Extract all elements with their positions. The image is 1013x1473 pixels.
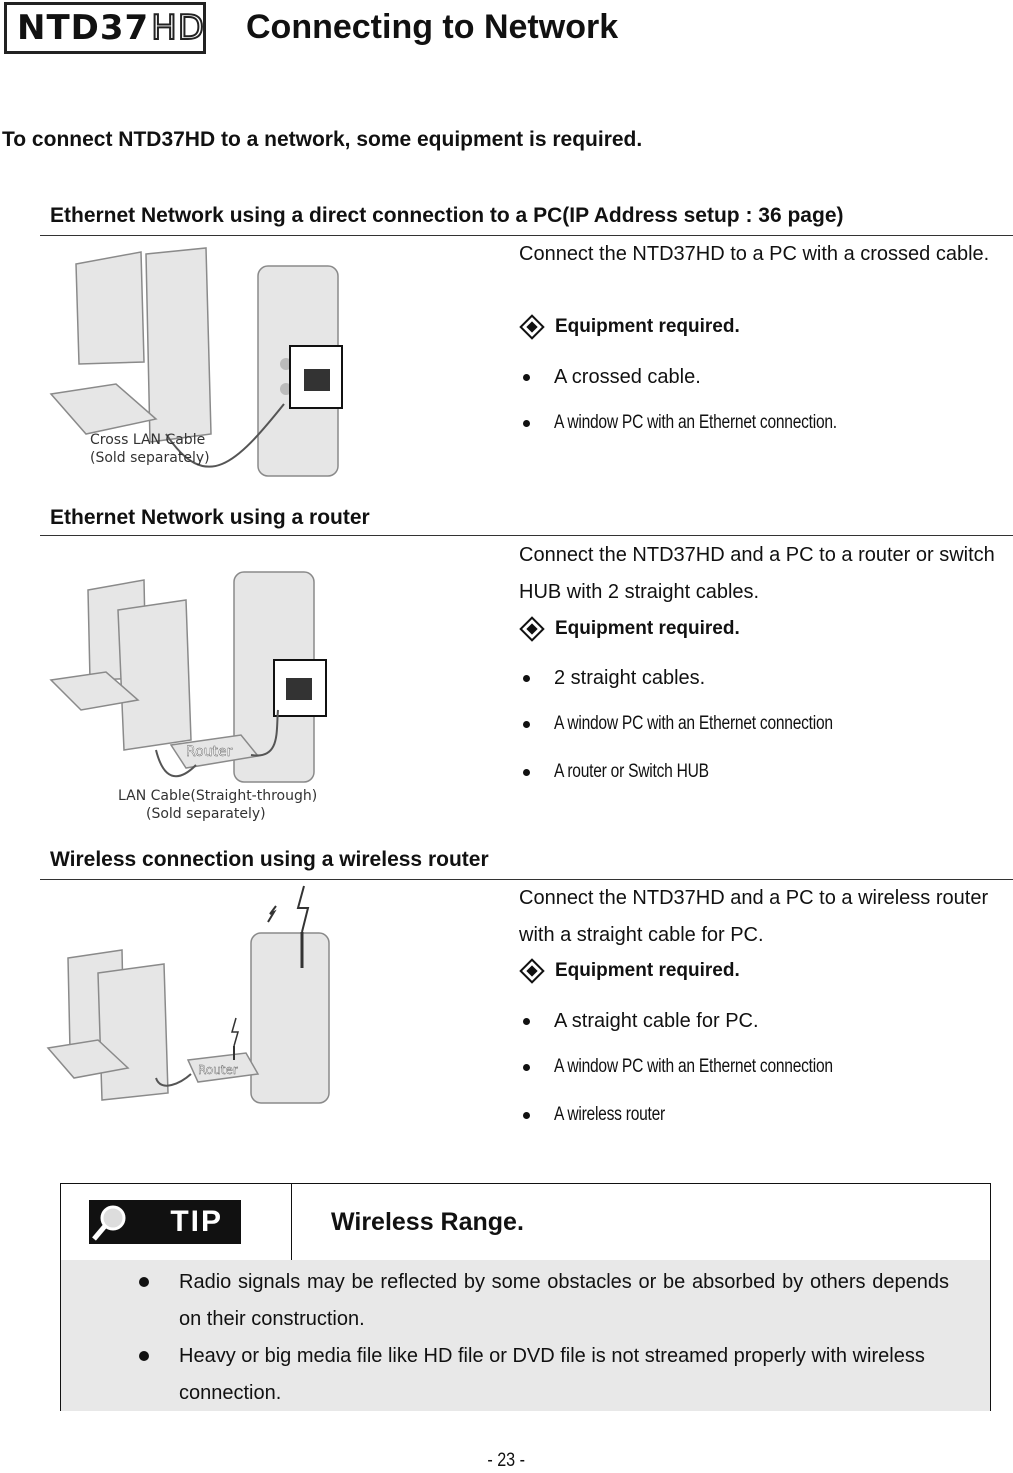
section-divider: [40, 879, 1013, 880]
bullet-icon: [523, 720, 530, 728]
page-title: Connecting to Network: [246, 8, 619, 46]
list-item: A wireless router: [519, 1104, 689, 1126]
list-item: 2 straight cables.: [519, 667, 705, 690]
bullet-icon: [523, 1018, 530, 1025]
bullet-icon: [139, 1351, 149, 1361]
bullet-icon: [523, 1063, 530, 1071]
section-description: Connect the NTD37HD to a PC with a cross…: [519, 243, 990, 265]
list-item: A crossed cable.: [519, 366, 701, 389]
bullet-icon: [523, 419, 530, 427]
section-description: Connect the NTD37HD and a PC to a router…: [519, 544, 995, 603]
bullet-icon: [523, 1111, 530, 1119]
list-item: A window PC with an Ethernet connection: [519, 713, 894, 735]
tip-item: Heavy or big media file like HD file or …: [139, 1338, 949, 1412]
bullet-icon: [523, 675, 530, 682]
section-description: Connect the NTD37HD and a PC to a wirele…: [519, 887, 989, 946]
caption-line-1: Cross LAN Cable: [90, 432, 205, 448]
page-number: - 23 -: [487, 1450, 526, 1471]
logo-text: NTD37: [17, 8, 150, 48]
caption-line-2: (Sold separately): [146, 806, 266, 822]
list-item: A window PC with an Ethernet connection: [519, 1056, 894, 1078]
router-label: Router: [186, 744, 233, 760]
diamond-icon: [519, 958, 545, 984]
list-item: A window PC with an Ethernet connection.: [519, 412, 899, 434]
magnifier-icon: [92, 1205, 126, 1241]
bullet-icon: [139, 1277, 149, 1287]
router-connection-illustration: Router LAN Cable(Straight-through) (Sold…: [49, 571, 327, 822]
section-heading-wireless: Wireless connection using a wireless rou…: [50, 848, 489, 871]
tip-box: TIP Wireless Range. Radio signals may be…: [60, 1183, 991, 1411]
logo-hd: HD: [150, 7, 205, 49]
equipment-label: Equipment required.: [519, 314, 740, 340]
diamond-icon: [519, 616, 545, 642]
tip-item: Radio signals may be reflected by some o…: [139, 1264, 949, 1338]
tip-title: Wireless Range.: [331, 1208, 524, 1236]
equipment-label: Equipment required.: [519, 616, 740, 642]
diamond-icon: [519, 314, 545, 340]
section-divider: [40, 535, 1013, 536]
tip-body: Radio signals may be reflected by some o…: [61, 1260, 990, 1411]
bullet-icon: [523, 768, 530, 776]
caption-line-1: LAN Cable(Straight-through): [118, 788, 317, 804]
caption-line-2: (Sold separately): [90, 450, 210, 466]
wireless-connection-illustration: Router: [46, 885, 330, 1104]
list-item: A straight cable for PC.: [519, 1010, 759, 1033]
router-label: Router: [198, 1063, 238, 1077]
tip-badge: TIP: [89, 1200, 241, 1244]
section-divider: [40, 235, 1013, 236]
section-heading-direct: Ethernet Network using a direct connecti…: [50, 204, 844, 227]
intro-text: To connect NTD37HD to a network, some eq…: [2, 128, 643, 151]
tip-header: TIP Wireless Range.: [61, 1184, 990, 1261]
list-item: A router or Switch HUB: [519, 761, 743, 783]
equipment-label: Equipment required.: [519, 958, 740, 984]
bullet-icon: [523, 374, 530, 381]
ntd37hd-logo: NTD37 HD: [4, 2, 206, 54]
section-heading-router: Ethernet Network using a router: [50, 506, 370, 529]
tip-badge-cell: TIP: [61, 1184, 292, 1260]
direct-connection-illustration: Cross LAN Cable (Sold separately): [49, 247, 343, 477]
